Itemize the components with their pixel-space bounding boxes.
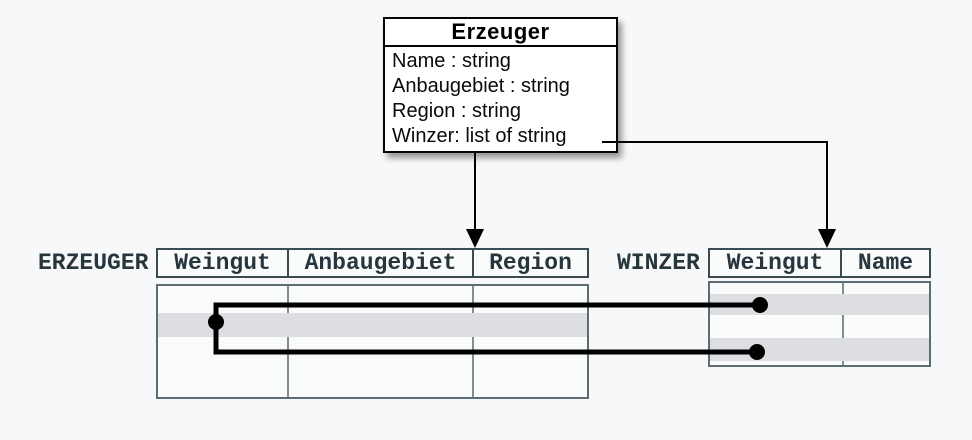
arrow-down-icon <box>818 229 836 248</box>
erzeuger-body-separator-2 <box>472 286 474 397</box>
uml-attribute-region: Region : string <box>392 100 521 122</box>
winzer-highlighted-row-1 <box>710 294 929 315</box>
winzer-table-body <box>708 281 931 367</box>
winzer-table-header: Weingut Name <box>708 248 931 278</box>
erzeuger-table-label: ERZEUGER <box>38 250 149 276</box>
erzeuger-body-separator-1 <box>287 286 289 397</box>
winzer-body-separator <box>842 283 844 365</box>
winzer-column-name: Name <box>857 250 914 276</box>
erzeuger-table-body <box>156 284 589 399</box>
erzeuger-column-region: Region <box>489 250 572 276</box>
erzeuger-column-anbaugebiet: Anbaugebiet <box>289 250 474 276</box>
winzer-table-label: WINZER <box>617 250 700 276</box>
winzer-attr-to-winzer-arrow-line <box>602 141 828 231</box>
erzeuger-table-header: Weingut Anbaugebiet Region <box>156 248 589 278</box>
arrow-down-icon <box>466 229 484 248</box>
winzer-column-weingut: Weingut <box>710 250 842 276</box>
uml-attribute-list: Name : string Anbaugebiet : string Regio… <box>385 47 616 149</box>
uml-class-erzeuger: Erzeuger Name : string Anbaugebiet : str… <box>383 17 618 153</box>
winzer-highlighted-row-2 <box>710 338 929 361</box>
uml-attribute-winzer: Winzer: list of string <box>392 125 567 147</box>
uml-attribute-name: Name : string <box>392 50 511 72</box>
erzeuger-highlighted-row <box>158 313 587 337</box>
uml-attribute-anbaugebiet: Anbaugebiet : string <box>392 75 570 97</box>
uml-class-title: Erzeuger <box>385 19 616 47</box>
erzeuger-column-weingut: Weingut <box>158 250 289 276</box>
